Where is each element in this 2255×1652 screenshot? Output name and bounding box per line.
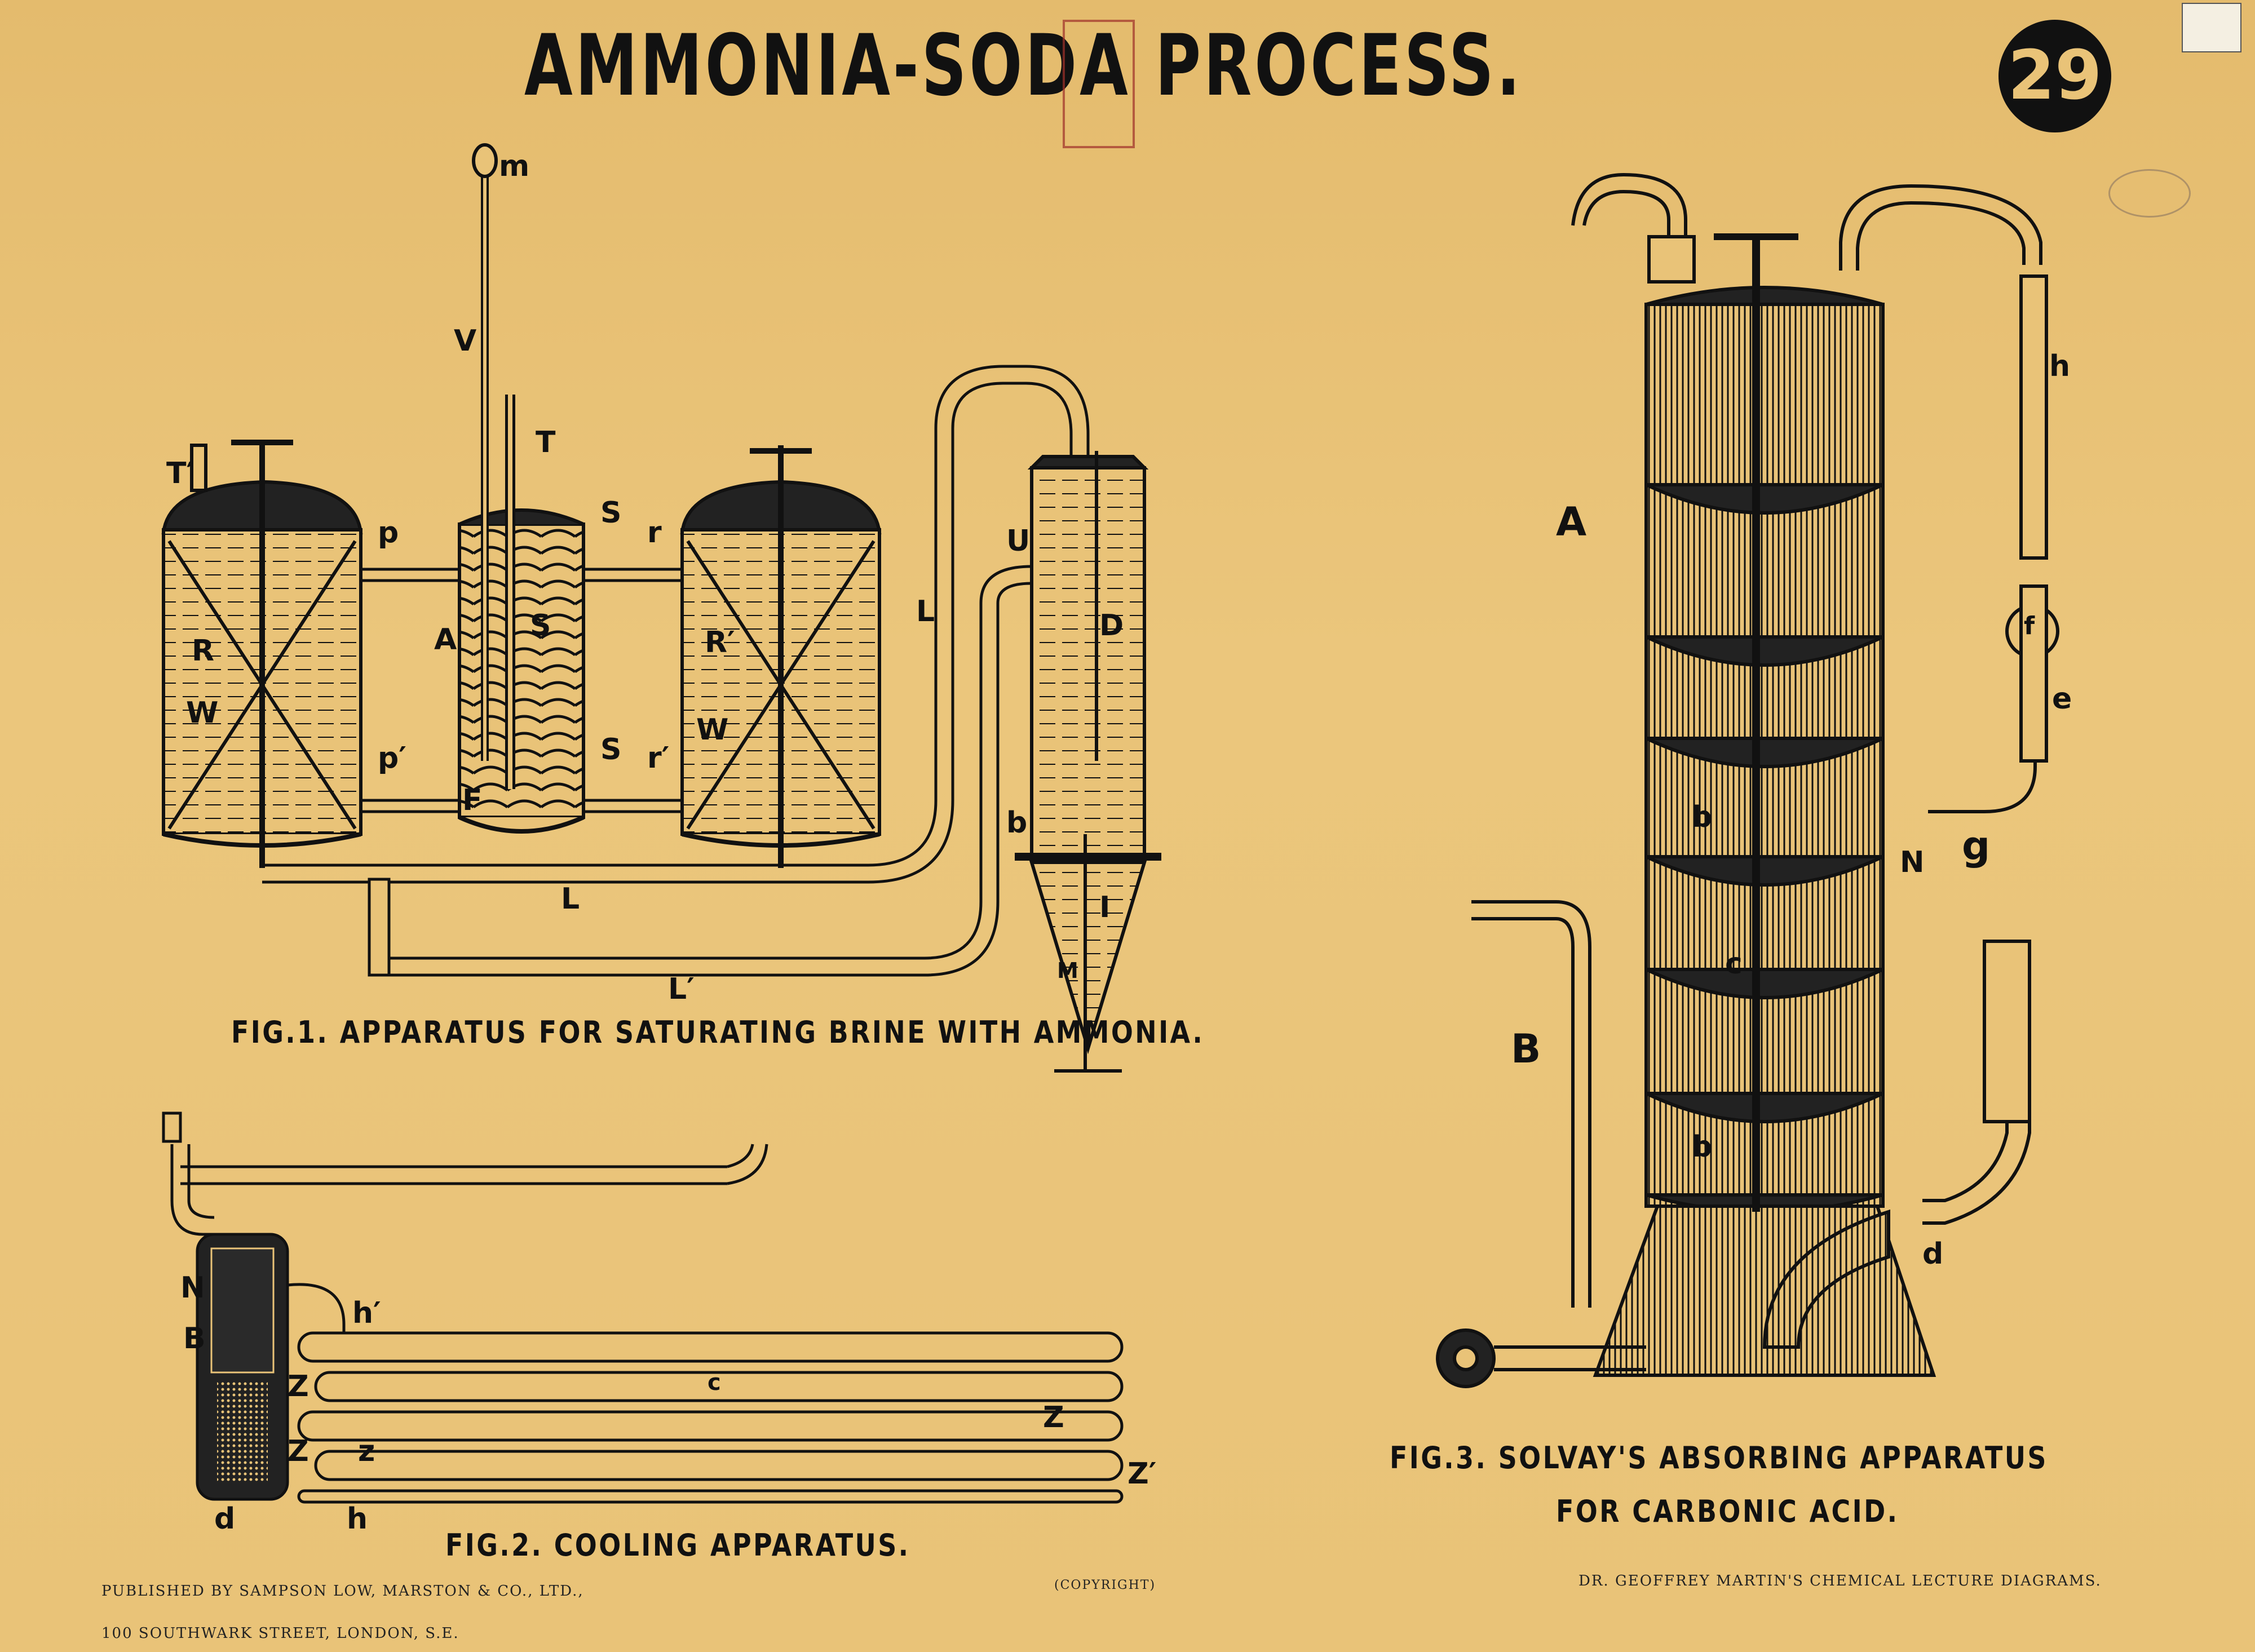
address-line: 100 SOUTHWARK STREET, LONDON, S.E. [101,1625,459,1642]
label-absorber-a: A [434,623,457,657]
library-stamp [1063,20,1135,148]
label-e: e [2052,682,2072,716]
label-b-cooler: B [183,1322,206,1356]
oval-stamp [2108,169,2191,218]
label-p: p [378,516,399,550]
label-d-cooler: d [214,1502,236,1536]
label-g: g [1962,823,1991,869]
label-f: f [2024,612,2035,640]
label-tank-r: R [192,634,215,668]
label-h-prime: h′ [352,1296,381,1330]
label-tower-a: A [1556,499,1587,545]
label-z-prime: Z′ [1128,1457,1157,1491]
fig3-drawing [1436,172,2059,1388]
publisher-line: PUBLISHED BY SAMPSON LOW, MARSTON & CO.,… [101,1583,584,1600]
fig3-caption-line1: FIG.3. SOLVAY'S ABSORBING APPARATUS [1390,1440,2048,1476]
cooling-tubes [297,1331,1124,1504]
label-v: V [454,324,477,358]
label-f: F [462,783,483,817]
label-c-tubes: c [708,1370,721,1396]
label-r-prime: r′ [647,741,670,775]
label-pipe-h: h [2049,349,2071,383]
fig3-caption-line2: FOR CARBONIC ACID. [1556,1494,1899,1529]
label-n: N [180,1271,205,1305]
label-z-3: Z [1043,1401,1064,1434]
label-valve-n: N [1900,845,1925,879]
label-i: I [1099,891,1111,924]
label-tank-r-prime: R′ [705,626,735,659]
label-m-cone: M [1057,958,1078,983]
label-h: h [347,1502,368,1536]
label-tray-c: c [1725,947,1743,981]
label-b: b [1006,806,1028,840]
label-w-left: W [186,696,219,730]
label-coil-s: S [530,609,551,643]
label-z-small: z [358,1434,375,1468]
fig2-drawing [162,1111,1124,1504]
label-d: D [1099,609,1124,643]
column-d [1015,451,1161,1073]
label-s-top: S [600,496,622,530]
label-z-2: Z [288,1434,309,1468]
label-t-prime: T′ [166,457,194,490]
label-p-prime: p′ [378,741,406,775]
label-t: T [536,426,556,459]
label-z-1: Z [288,1370,309,1403]
label-tray-b-lower: b [1691,1130,1713,1164]
plate-number: 29 [1998,20,2111,132]
label-s-bottom: S [600,733,622,767]
copyright-line: (COPYRIGHT) [1054,1578,1156,1592]
absorber-a [458,143,585,834]
label-outlet-d: d [1922,1237,1944,1271]
catalog-tag [2182,3,2241,52]
fig1-drawing [161,143,1161,1073]
tank-r [161,440,363,868]
fig1-caption: FIG.1. APPARATUS FOR SATURATING BRINE WI… [231,1015,1205,1050]
label-u: U [1006,524,1031,558]
label-l-prime: L′ [668,972,695,1006]
label-l-riser: L [916,595,935,628]
series-line: DR. GEOFFREY MARTIN'S CHEMICAL LECTURE D… [1578,1573,2102,1589]
page-title: AMMONIA-SODA PROCESS. [524,17,1523,115]
label-r: r [647,516,662,550]
label-m: m [499,149,530,183]
fig1-pipes [262,365,1090,977]
fig2-caption: FIG.2. COOLING APPARATUS. [445,1527,910,1563]
label-w-right: W [696,713,729,747]
label-tray-b-upper: b [1691,800,1713,834]
tank-r-prime [680,445,882,868]
label-l-lower: L [561,882,580,916]
tower-trays [1645,483,1884,1213]
label-pipe-b: B [1511,1026,1541,1072]
